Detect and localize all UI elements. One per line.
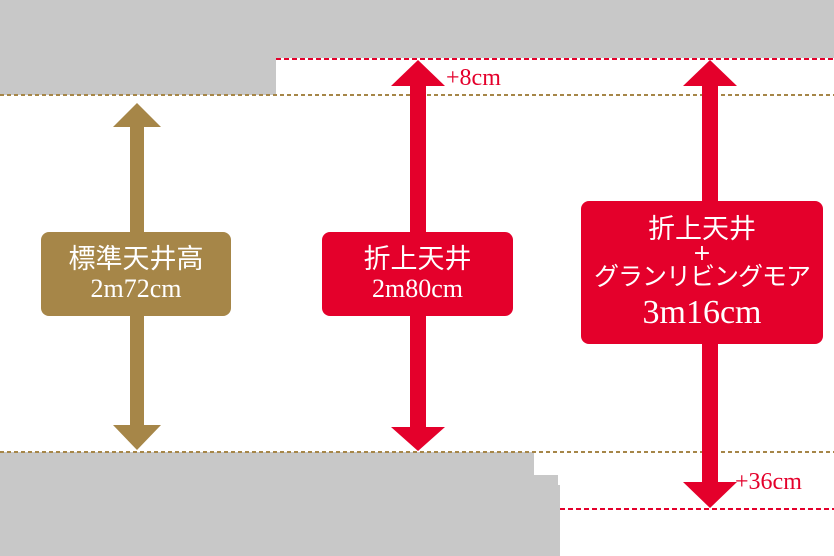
- standard-height-label: 標準天井高 2m72cm: [41, 232, 231, 316]
- grand-delta-label: +36cm: [735, 469, 802, 495]
- ceiling-slab: [0, 0, 834, 95]
- standard-label-text: 標準天井高: [68, 244, 204, 276]
- standard-height-value: 2m72cm: [90, 274, 182, 304]
- grand-plus-sign: +: [692, 241, 712, 267]
- raised-delta-label: +8cm: [446, 65, 501, 91]
- raised-height-value: 2m80cm: [372, 274, 463, 304]
- grand-height-label: 折上天井 + グランリビングモア 3m16cm: [581, 201, 823, 344]
- floor-slab: [0, 452, 560, 556]
- raised-height-label: 折上天井 2m80cm: [322, 232, 513, 316]
- grand-label-top: 折上天井: [648, 214, 756, 246]
- raised-label-text: 折上天井: [363, 244, 472, 276]
- grand-label-bottom: グランリビングモア: [593, 261, 811, 291]
- grand-height-value: 3m16cm: [642, 293, 762, 331]
